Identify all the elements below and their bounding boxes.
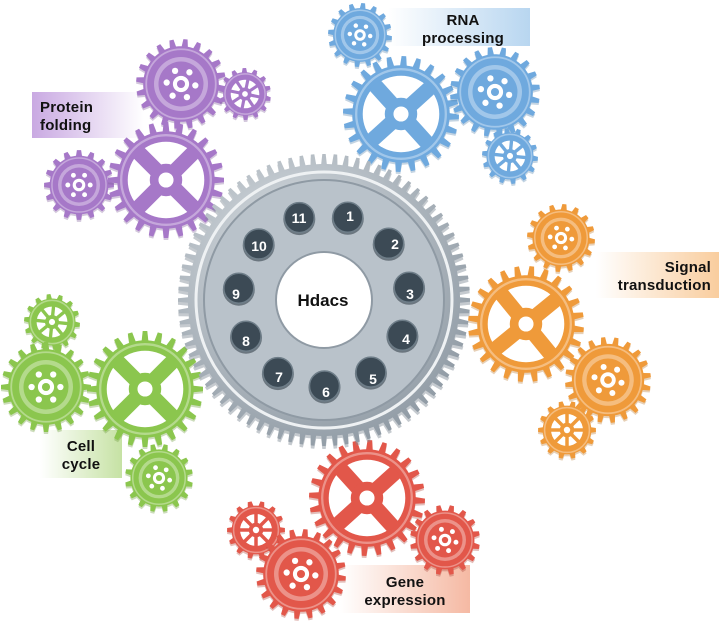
cell-cycle-gear-bottom	[125, 444, 193, 514]
cell-cycle-gear-large	[87, 331, 203, 449]
rna-processing-label: RNA processing	[400, 9, 526, 51]
hdac-disc-10	[242, 228, 275, 260]
protein-folding-line1: Protein	[40, 99, 94, 116]
cell-cycle-gear-small	[24, 294, 80, 352]
rna-processing-line1: RNA	[446, 12, 480, 29]
hdac-disc-2	[372, 227, 405, 260]
rna-processing-line2: processing	[421, 30, 505, 47]
cell-cycle-gear-left	[1, 342, 91, 434]
hdac-disc-8	[230, 320, 262, 352]
protein-folding-gear-large	[108, 122, 224, 240]
gene-expression-gear-large	[309, 440, 425, 558]
gene-expression-label-bg	[340, 565, 470, 613]
gene-expression-line2: expression	[364, 592, 446, 609]
hdac-number-5: 5	[369, 371, 377, 387]
hdac-number-4: 4	[402, 331, 410, 347]
rna-processing-gear-small	[482, 128, 538, 186]
signal-transduction-gear-large	[468, 266, 584, 384]
hdac-number-7: 7	[275, 369, 283, 385]
hdacs-hub-label: Hdacs	[297, 291, 349, 310]
signal-transduction-label: Signal transduction	[594, 256, 719, 298]
hdac-disc-9	[223, 272, 255, 304]
gene-expression-label: Gene expression	[346, 571, 464, 613]
hdac-disc-6	[308, 370, 341, 402]
signal-transduction-label-bg	[596, 252, 719, 298]
gene-expression-gear-right	[410, 505, 480, 577]
hdac-number-6: 6	[322, 384, 330, 400]
hdac-disc-5	[355, 356, 387, 388]
protein-folding-label: Protein folding	[34, 96, 101, 138]
hdac-disc-4	[386, 319, 419, 352]
rna-processing-gear-large	[343, 56, 459, 174]
cell-cycle-line2: cycle	[61, 456, 101, 473]
hdac-number-2: 2	[391, 236, 399, 252]
hdac-number-3: 3	[406, 286, 414, 302]
hdac-hub-ring	[194, 170, 454, 430]
cell-cycle-label-bg	[40, 430, 122, 478]
protein-folding-line2: folding	[40, 117, 92, 134]
protein-folding-gear-small	[219, 68, 271, 122]
hdac-number-10: 10	[251, 238, 267, 254]
signal-transduction-gear-right	[565, 337, 651, 425]
hdac-number-9: 9	[232, 286, 240, 302]
protein-folding-gear-left	[44, 150, 114, 222]
signal-transduction-gear-small	[538, 401, 596, 461]
rna-processing-label-bg	[388, 8, 530, 46]
hdac-number-1: 1	[346, 208, 354, 224]
signal-transduction-line1: Signal	[664, 259, 711, 276]
cell-cycle-label: Cell cycle	[44, 435, 118, 477]
hdac-disc-7	[262, 356, 294, 389]
hdac-disc-1	[332, 201, 364, 234]
signal-transduction-gear-top	[527, 204, 595, 274]
hdac-number-8: 8	[242, 333, 250, 349]
gene-expression-line1: Gene	[385, 574, 425, 591]
cell-cycle-line1: Cell	[66, 438, 96, 455]
protein-folding-gear-top	[136, 39, 226, 131]
hdac-disc-3	[393, 271, 425, 304]
hdac-number-11: 11	[291, 210, 307, 226]
rna-processing-gear-right	[450, 47, 540, 139]
protein-folding-label-bg	[32, 92, 144, 138]
gene-expression-gear-left	[256, 529, 346, 621]
rna-processing-gear-top	[328, 3, 392, 69]
hdac-disc-11	[283, 201, 316, 234]
signal-transduction-line2: transduction	[617, 277, 711, 294]
hdac-hub-center	[275, 251, 373, 349]
